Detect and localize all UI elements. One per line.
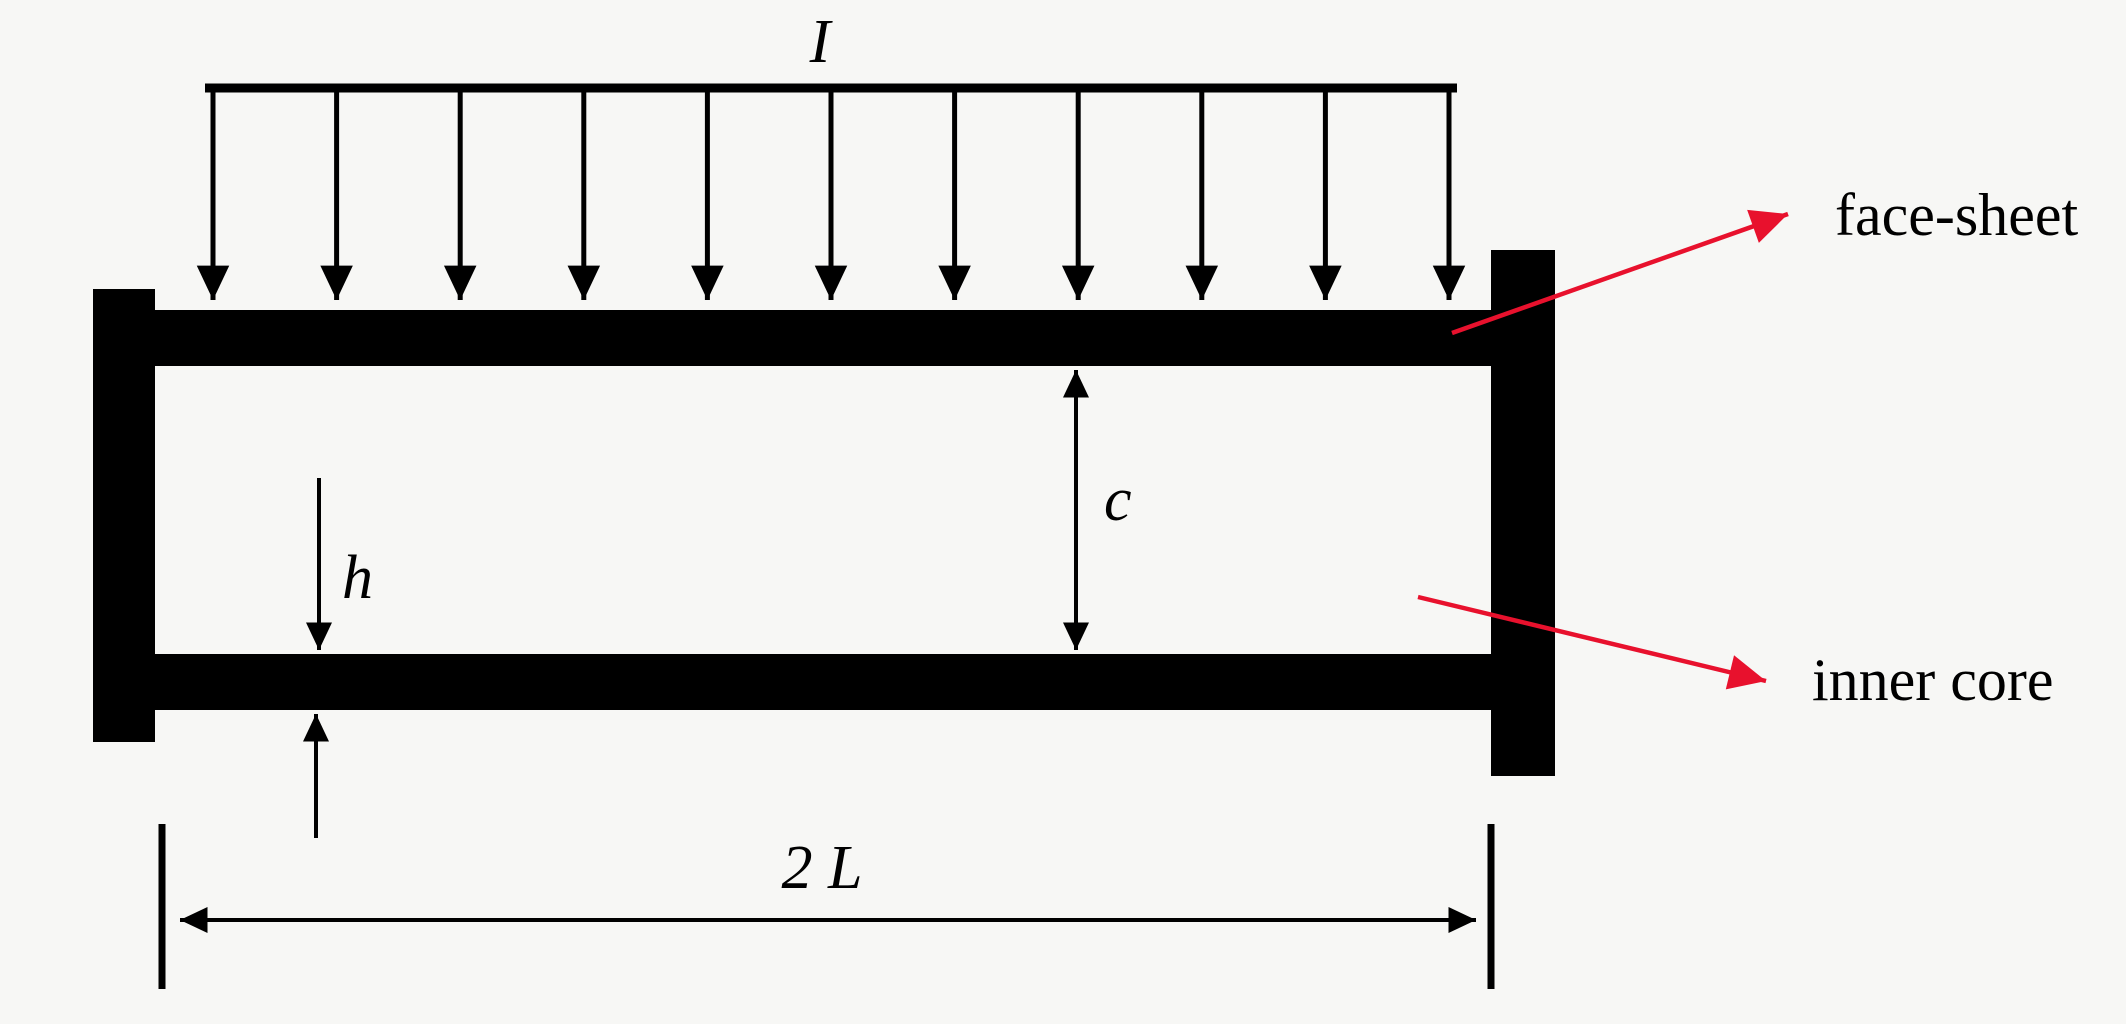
inner-core-callout: inner core	[1417, 594, 2054, 713]
bottom-face-sheet	[155, 654, 1491, 710]
inner-core-callout-arrow	[1417, 594, 1767, 690]
inner-core-label: inner core	[1812, 647, 2054, 713]
distributed-load: I	[196, 8, 1466, 300]
dimension-span: 2 L	[158, 824, 1495, 989]
face-sheet-callout-arrow	[1451, 209, 1789, 336]
face-thickness-label: h	[342, 544, 373, 612]
load-arrows	[196, 92, 1466, 300]
top-face-sheet	[155, 310, 1491, 366]
right-support	[1491, 250, 1555, 776]
face-sheet-label: face-sheet	[1835, 182, 2078, 248]
load-label: I	[809, 8, 834, 76]
face-sheet-callout: face-sheet	[1451, 182, 2078, 336]
left-support	[93, 289, 155, 742]
dimension-core-thickness: c	[1063, 370, 1132, 650]
core-thickness-label: c	[1104, 466, 1132, 534]
beam-structure	[93, 250, 1555, 776]
span-label: 2 L	[782, 834, 863, 902]
dimension-face-thickness: h	[303, 478, 373, 838]
